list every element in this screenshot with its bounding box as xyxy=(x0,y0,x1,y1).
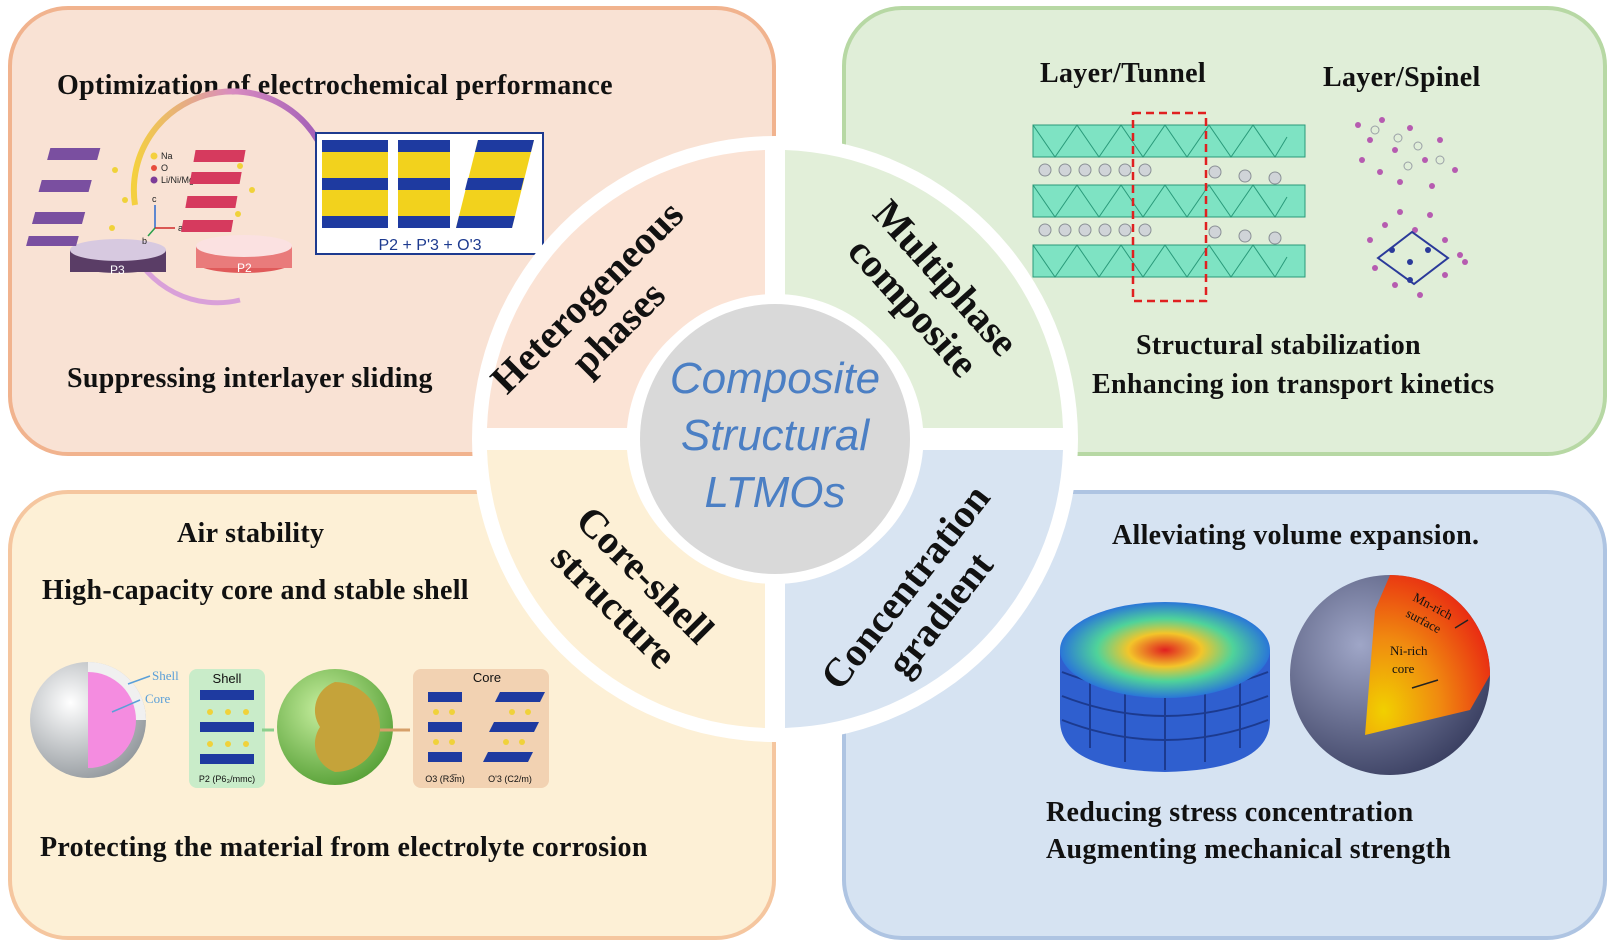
svg-text:O: O xyxy=(161,163,168,173)
svg-text:Shell: Shell xyxy=(213,671,242,686)
svg-text:O3 (R3̅m): O3 (R3̅m) xyxy=(425,774,465,784)
svg-text:c: c xyxy=(152,194,157,204)
heterogeneous-caption: Suppressing interlayer sliding xyxy=(67,363,433,394)
center-circle xyxy=(630,294,920,584)
svg-text:core: core xyxy=(1392,661,1415,676)
p2-stack xyxy=(181,150,292,273)
svg-text:Structural: Structural xyxy=(681,411,871,460)
svg-text:P2 (P6₃/mmc): P2 (P6₃/mmc) xyxy=(199,774,255,784)
svg-text:Shell: Shell xyxy=(152,668,179,683)
ring-segment-multiphase xyxy=(785,150,1063,428)
ring-segment-gradient xyxy=(785,450,1063,728)
multiphase-caption-2: Enhancing ion transport kinetics xyxy=(1092,369,1495,400)
svg-text:Core: Core xyxy=(145,691,171,706)
gradient-caption-2: Augmenting mechanical strength xyxy=(1046,834,1452,865)
ring-segment-heterogeneous xyxy=(487,150,765,428)
p3-stack xyxy=(26,148,166,273)
layer-tunnel-label: Layer/Tunnel xyxy=(1040,58,1206,89)
svg-text:LTMOs: LTMOs xyxy=(705,468,846,517)
gradient-caption-1: Reducing stress concentration xyxy=(1046,797,1414,828)
svg-text:b: b xyxy=(142,236,147,246)
transition-arc xyxy=(130,88,333,206)
coreshell-caption: Protecting the material from electrolyte… xyxy=(40,832,648,863)
heterogeneous-title: Optimization of electrochemical performa… xyxy=(57,70,613,101)
multiphase-caption-1: Structural stabilization xyxy=(1136,330,1421,361)
gradient-cylinder xyxy=(1060,602,1270,772)
core-structure-box: Core O3 (R3̅m) O'3 (C2/m) xyxy=(413,669,549,788)
atom-legend: Na O Li/Ni/Mg/Mn c a b xyxy=(142,151,209,246)
svg-text:O'3 (C2/m): O'3 (C2/m) xyxy=(488,774,532,784)
green-core-shell-sphere xyxy=(277,669,393,785)
grey-core-shell-sphere: Shell Core xyxy=(30,662,179,778)
coreshell-text-2: High-capacity core and stable shell xyxy=(42,575,469,606)
phase-box: P2 + P'3 + O'3 xyxy=(315,132,544,255)
p2-label: P2 xyxy=(237,261,252,275)
center-title: Composite Structural LTMOs xyxy=(670,354,880,517)
gradient-sphere: Mn-rich surface Ni-rich core xyxy=(1290,575,1490,775)
svg-text:Core: Core xyxy=(473,670,501,685)
svg-text:a: a xyxy=(178,223,183,233)
layer-spinel-structure xyxy=(1355,117,1468,298)
coreshell-text-1: Air stability xyxy=(177,518,325,549)
svg-text:Li/Ni/Mg/Mn: Li/Ni/Mg/Mn xyxy=(161,175,209,185)
p3-label: P3 xyxy=(110,263,125,277)
svg-text:Composite: Composite xyxy=(670,354,880,403)
phase-formula: P2 + P'3 + O'3 xyxy=(378,237,481,254)
ring-segment-coreshell xyxy=(487,450,765,728)
svg-text:Na: Na xyxy=(161,151,173,161)
shell-structure-box: Shell P2 (P6₃/mmc) xyxy=(189,669,265,788)
gradient-title: Alleviating volume expansion. xyxy=(1112,520,1480,551)
layer-spinel-label: Layer/Spinel xyxy=(1323,62,1481,93)
layer-tunnel-structure xyxy=(1032,111,1306,303)
svg-text:Ni-rich: Ni-rich xyxy=(1390,643,1428,658)
